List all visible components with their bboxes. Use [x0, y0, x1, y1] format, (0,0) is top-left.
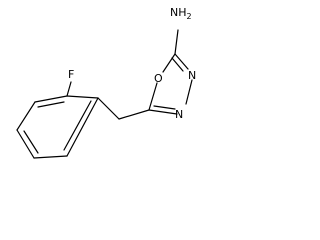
bond-ar4-ar5-inner [23, 130, 39, 154]
bond-c5-n4-double [153, 105, 176, 110]
bond-ch2-aryl [97, 97, 120, 120]
bond-ar1-ar2 [66, 95, 99, 99]
bond-o-c5 [148, 82, 158, 111]
benzene-ring [16, 95, 99, 159]
nitrogen-lower-label: N [175, 108, 183, 121]
nitrogen-upper-label: N [188, 69, 196, 82]
bond-ar5-ar6 [33, 155, 68, 159]
oxygen-label: O [154, 72, 163, 85]
bond-c5-ch2 [118, 109, 150, 120]
bond-ar3-ar4 [16, 101, 36, 131]
bond-n3-c2 [174, 53, 189, 70]
methylene-linker [97, 97, 150, 120]
bond-c2-amine [174, 29, 179, 55]
bond-ar2-ar3 [34, 95, 68, 103]
bond-n4-n3 [185, 79, 193, 105]
bond-ar6-ar1 [66, 97, 99, 157]
bond-c2-o [162, 53, 176, 73]
bond-ar4-ar5 [16, 129, 35, 159]
bond-c5-n4 [148, 109, 178, 115]
oxadiazole-ring [148, 53, 193, 115]
fluorine-label: F [68, 68, 74, 81]
bond-ar6-ar1-inner [63, 100, 92, 151]
bond-n3-c2-double [171, 57, 184, 72]
bond-ar2-ar3-inner [37, 101, 65, 108]
amine-label: NH2 [170, 6, 192, 21]
molecule-diagram: NH2 O N N F [0, 0, 206, 174]
structure-drawing: NH2 O N N F [16, 6, 196, 159]
bond-ar2-fluorine [66, 81, 72, 97]
